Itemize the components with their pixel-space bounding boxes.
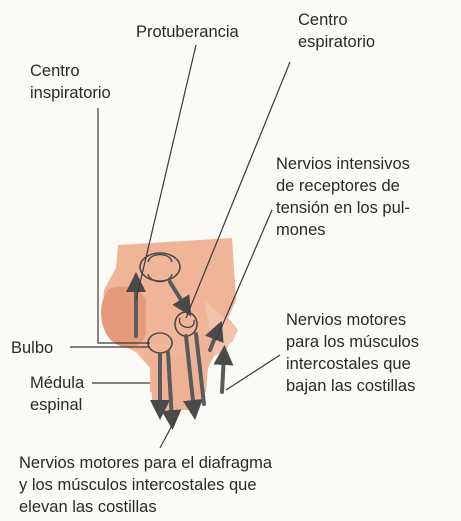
leader-nervios-motores-diafragma [159,417,177,449]
expiratory-curl [178,317,195,328]
pons-loop-right [147,273,173,283]
label-nervios-motores-diafragma: Nervios motores para el diafragma y los … [19,454,273,516]
label-nervios-motores-bajan: Nervios motores para los músculos interc… [286,311,419,395]
inspiratory-descending-nerve-2 [161,350,182,430]
label-medula-espinal: Médula espinal [30,374,85,414]
leader-nervios-intensivos [215,209,273,341]
leader-centro-espiratorio [185,61,291,319]
expiratory-descending-nerve-2 [194,332,206,406]
ascending-stretch-nerve [213,345,234,394]
medulla-bulge [101,286,146,348]
stretch-receptor-nerve [205,320,224,352]
label-nervios-intensivos: Nervios intensivos de receptores de tens… [276,155,410,239]
pons-descending-arrow [168,280,192,317]
internal-connections [147,253,195,328]
leader-protuberancia [135,44,197,301]
leader-lines [70,44,291,449]
label-protuberancia: Protuberancia [136,23,239,41]
nerve-paths [126,272,234,430]
label-bulbo: Bulbo [11,339,54,357]
label-centro-inspiratorio: Centro inspiratorio [30,62,111,102]
expiratory-descending-nerve [182,334,203,420]
label-centro-espiratorio: Centro espiratorio [298,11,376,51]
leader-centro-inspiratorio [97,108,150,344]
pons-loop-left [147,253,173,263]
leader-nervios-motores-bajan [225,354,281,391]
